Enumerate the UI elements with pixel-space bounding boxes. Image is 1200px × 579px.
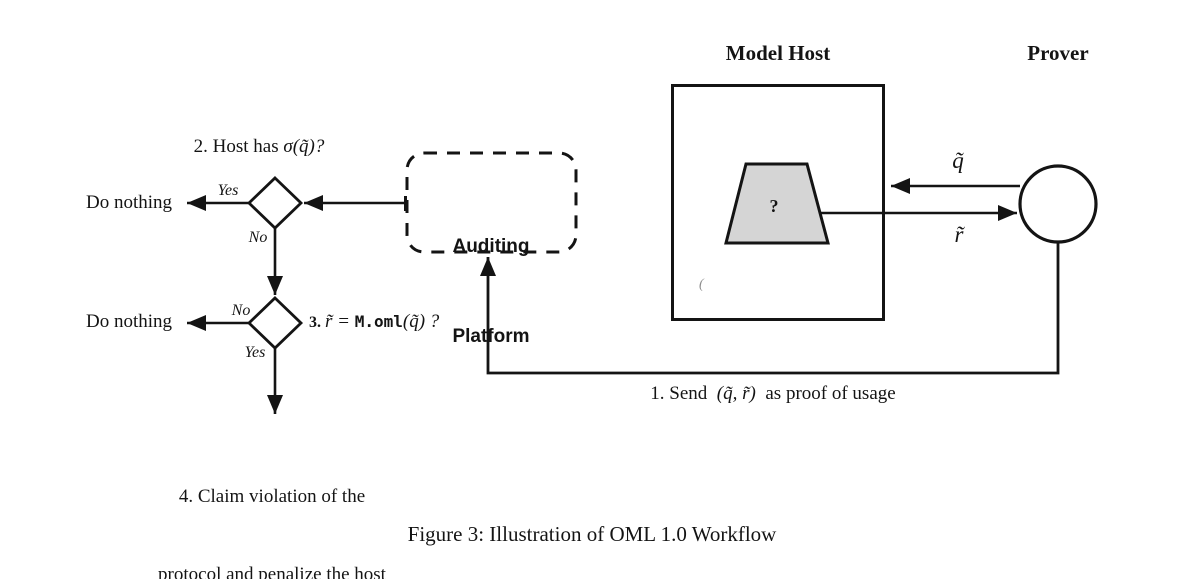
step3-number: 3. — [309, 314, 325, 331]
decision2-no-label: No — [248, 229, 268, 246]
step4-claim: 4. Claim violation of the protocol and p… — [158, 432, 386, 579]
step1-prefix: 1. Send — [650, 383, 717, 404]
model-host-title: Model Host — [725, 41, 831, 65]
decision3-no-action: Do nothing — [85, 311, 173, 332]
decision2-diamond — [246, 176, 304, 230]
decision2-yes-label: Yes — [217, 182, 239, 199]
step2-question-math: σ(q̃)? — [283, 136, 325, 157]
step1-math: (q̃, r̃) — [716, 383, 756, 404]
step4-claim-line2: protocol and penalize the host — [158, 564, 386, 579]
decision3-no-label: No — [231, 302, 251, 319]
prover-title: Prover — [1027, 41, 1089, 65]
auditing-platform-label: Auditing Platform — [452, 172, 529, 412]
step1-send-label: 1. Send (q̃, r̃) as proof of usage — [650, 383, 895, 405]
step2-question-text: 2. Host has — [193, 136, 284, 157]
decision3-yes-label: Yes — [244, 344, 266, 361]
decision3-diamond — [246, 296, 304, 350]
prover-circle — [1018, 164, 1098, 244]
step3-math-lhs: r̃ = — [325, 311, 355, 332]
model-host-box — [671, 84, 885, 321]
step2-question: 2. Host has σ(q̃)? — [194, 136, 325, 158]
response-label: r̃ — [954, 222, 964, 247]
step4-claim-line1: 4. Claim violation of the — [178, 486, 366, 507]
arrow-send-proof — [480, 242, 1060, 375]
auditing-platform-line2: Platform — [452, 326, 530, 347]
query-label: q̃ — [952, 148, 964, 173]
stray-mark: ( — [699, 277, 704, 292]
model-trapezoid — [724, 162, 830, 245]
step3-math-rhs: (q̃) ? — [402, 311, 440, 332]
decision2-yes-action: Do nothing — [85, 192, 173, 213]
step3-code: M.oml — [354, 312, 403, 331]
figure-caption: Figure 3: Illustration of OML 1.0 Workfl… — [407, 522, 777, 546]
auditing-platform-line1: Auditing — [452, 236, 530, 257]
step1-suffix: as proof of usage — [755, 383, 896, 404]
model-question-mark: ? — [769, 196, 779, 216]
step3-condition: 3. r̃ = M.oml(q̃) ? — [309, 311, 439, 333]
